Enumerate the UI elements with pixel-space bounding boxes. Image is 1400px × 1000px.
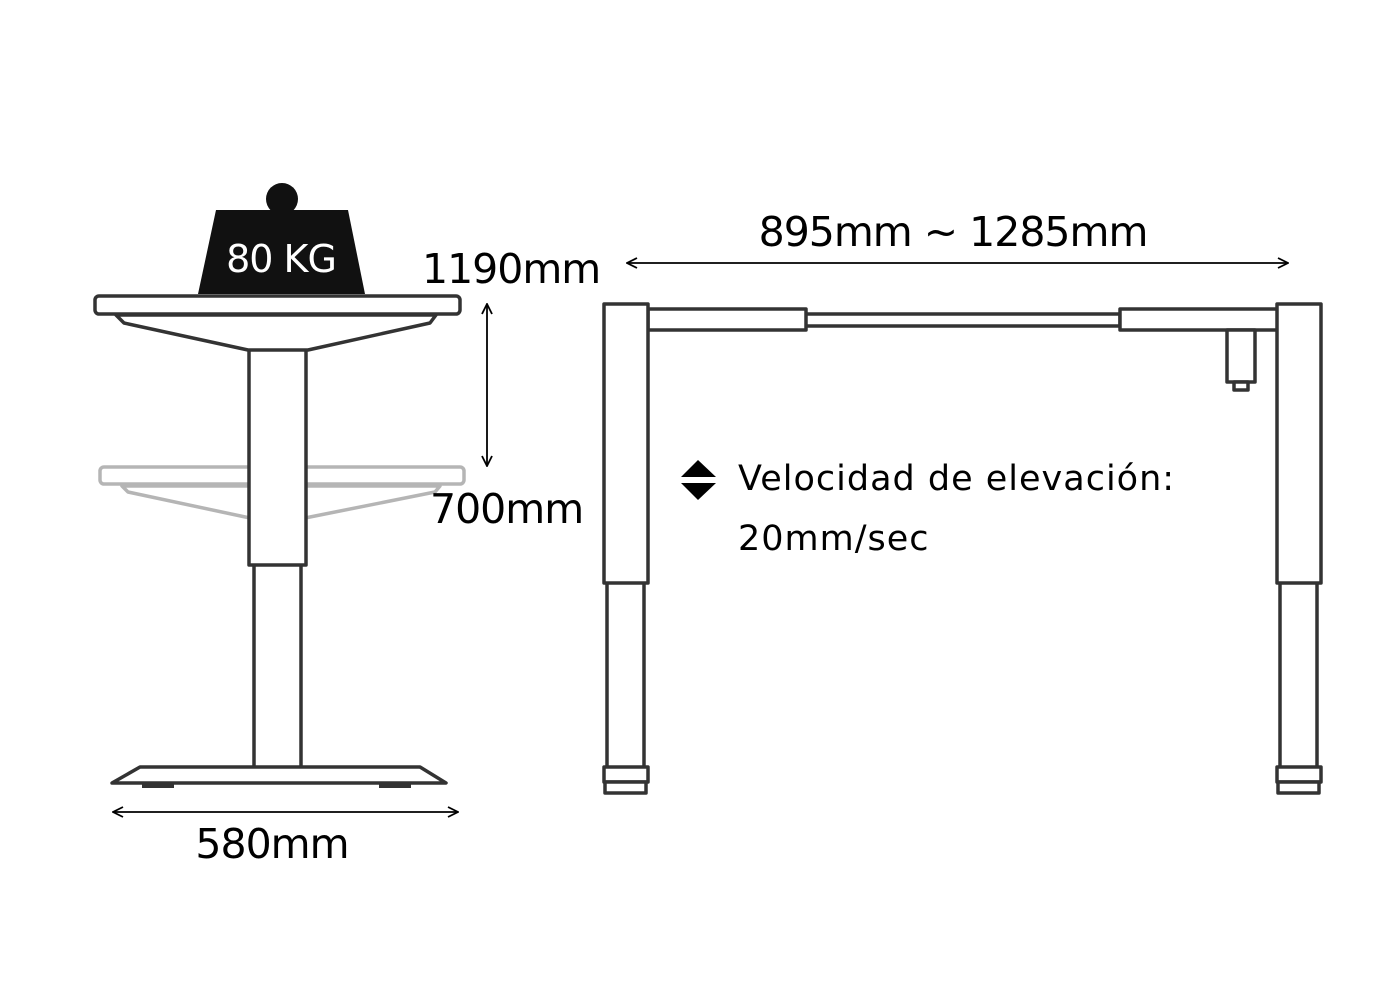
right-leg-lower bbox=[1278, 580, 1319, 772]
base-foot-pad-right bbox=[379, 783, 411, 788]
frame-width-label: 895mm ~ 1285mm bbox=[759, 208, 1148, 256]
base-foot-pad-left bbox=[142, 783, 174, 788]
leg-lower-segment bbox=[252, 561, 303, 773]
desktop-bracket bbox=[114, 313, 438, 352]
weight-icon bbox=[198, 183, 365, 294]
control-box bbox=[1225, 328, 1257, 384]
min-height-label: 700mm bbox=[430, 485, 583, 533]
crossbar-inner-tube bbox=[803, 312, 1122, 328]
left-foot-glide bbox=[602, 765, 650, 784]
lift-speed-label: Velocidad de elevación: bbox=[738, 459, 1175, 499]
right-leg-upper bbox=[1275, 302, 1323, 585]
left-foot-pad bbox=[603, 780, 648, 795]
leg-upper-column bbox=[247, 344, 308, 567]
crossbar-left-sleeve bbox=[646, 307, 808, 332]
left-leg-upper bbox=[602, 302, 650, 585]
up-down-arrows-icon bbox=[681, 460, 716, 500]
control-box-connector bbox=[1232, 380, 1250, 392]
right-foot-pad bbox=[1276, 780, 1321, 795]
crossbar-right-sleeve bbox=[1118, 307, 1280, 332]
side-view: 80 KG 1190mm 700mm 580mm bbox=[93, 183, 601, 868]
base-width-label: 580mm bbox=[195, 820, 348, 868]
base-foot bbox=[110, 765, 448, 785]
max-height-label: 1190mm bbox=[422, 245, 600, 293]
desktop-top bbox=[93, 294, 462, 316]
left-leg-lower bbox=[605, 580, 646, 772]
right-foot-glide bbox=[1275, 765, 1323, 784]
front-view: 895mm ~ 1285mm Velocidad de elevación: 2… bbox=[602, 208, 1323, 795]
lift-speed-value: 20mm/sec bbox=[738, 519, 930, 559]
weight-label: 80 KG bbox=[226, 237, 336, 281]
